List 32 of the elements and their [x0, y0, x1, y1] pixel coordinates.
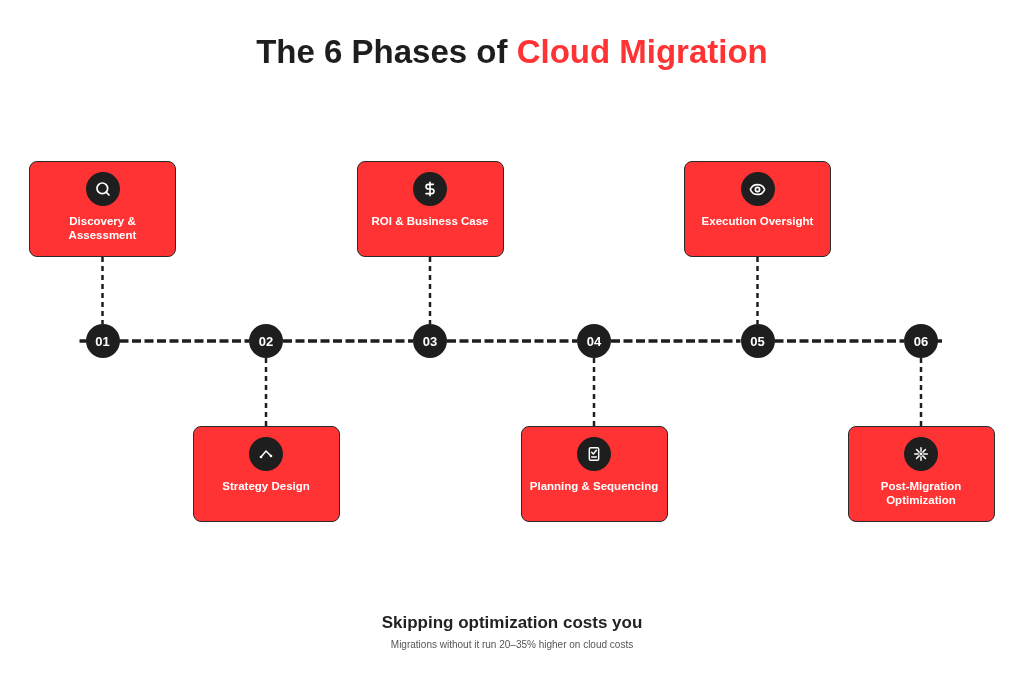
dashed-connector — [592, 358, 596, 426]
step-number-circle: 05 — [740, 324, 775, 358]
summary-heading: Skipping optimization costs you — [381, 612, 643, 634]
phase-label: ROI & Business Case — [371, 214, 489, 228]
phase-card — [847, 426, 995, 522]
phase-card — [520, 426, 668, 522]
step-number-circle: 06 — [904, 324, 938, 358]
phase-card — [684, 161, 831, 257]
dashed-connector — [756, 257, 759, 324]
timeline-segment — [611, 339, 741, 343]
step-number-circle: 02 — [249, 324, 283, 358]
phase-card — [192, 426, 340, 522]
dashed-connector — [428, 257, 432, 324]
dashed-connector — [264, 358, 268, 426]
phase-label: Execution Oversight — [701, 214, 814, 228]
phase-card — [356, 161, 504, 257]
phase-label: Strategy Design — [222, 479, 310, 493]
step-number-circle: 03 — [413, 324, 447, 358]
timeline-segment — [774, 339, 904, 343]
timeline-segment — [283, 339, 413, 343]
dashed-connector — [919, 358, 923, 426]
timeline-segment — [119, 339, 249, 343]
dashed-connector — [101, 257, 104, 324]
phase-card — [29, 161, 176, 257]
phase-label: Planning & Sequencing — [529, 479, 659, 493]
phase-label: Post-Migration Optimization — [879, 479, 963, 507]
step-number-circle: 01 — [85, 324, 120, 358]
step-number-circle: 04 — [577, 324, 611, 358]
timeline-segment — [447, 339, 577, 343]
title: The 6 Phases of Cloud Migration — [256, 32, 768, 72]
summary-note: Migrations without it run 20–35% higher on cloud costs — [390, 638, 634, 651]
phase-label: Discovery & Assessment — [67, 214, 138, 242]
